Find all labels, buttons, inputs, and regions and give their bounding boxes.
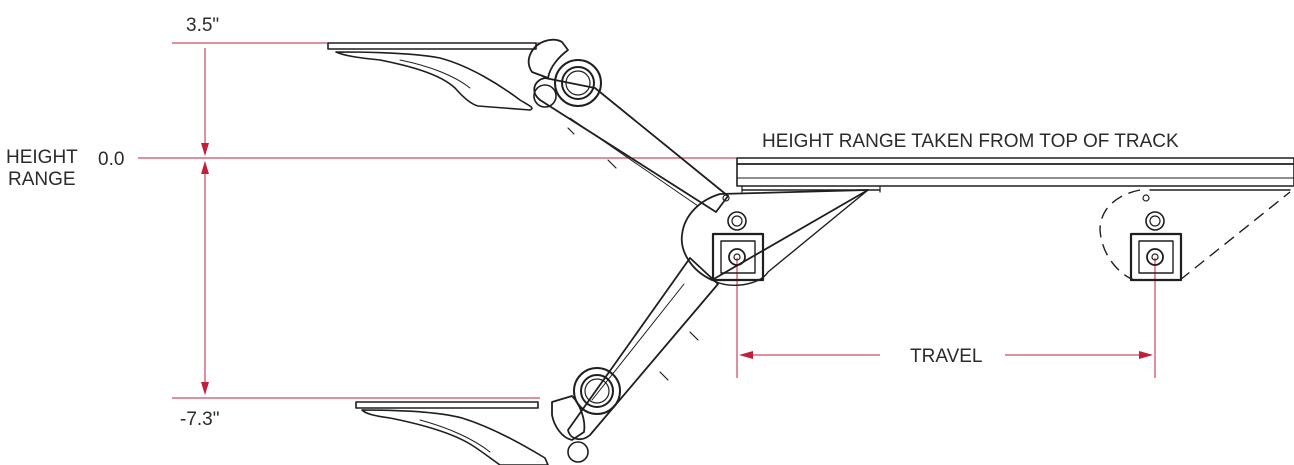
top-value-label: 3.5" (186, 15, 219, 36)
track (736, 157, 1294, 193)
upper-lower-knuckle (533, 84, 557, 108)
pivot-block-left-inner (720, 240, 756, 274)
text-labels: 3.5" HEIGHT RANGE 0.0 -7.3" HEIGHT RANGE… (6, 15, 1179, 430)
pivot-block-right (1129, 232, 1183, 282)
upper-arm-slot-2 (607, 159, 617, 169)
travel-right-arrow (1139, 351, 1153, 359)
knob-right-outer (1145, 211, 1165, 231)
lower-elbow-outer (573, 367, 621, 415)
lower-platform-plate (355, 401, 539, 409)
pivot-axle-right (1146, 248, 1164, 266)
upper-arrow-head (201, 143, 209, 156)
lower-platform-support-inner (419, 419, 491, 453)
bottom-value-label: -7.3" (180, 409, 219, 430)
knob-left-outer (727, 211, 747, 231)
track-top-rail (736, 157, 1294, 165)
lower-lower-knuckle (567, 441, 589, 463)
track-note-label: HEIGHT RANGE TAKEN FROM TOP OF TRACK (762, 131, 1179, 152)
mechanism-plate-right-dashed (1179, 191, 1291, 281)
upper-elbow-outer (554, 59, 602, 107)
travel-label: TRAVEL (910, 346, 983, 367)
track-body (736, 163, 1294, 187)
upper-arm (527, 38, 729, 213)
height-range-label-line1: HEIGHT (6, 147, 78, 168)
lower-arm-inner-line (591, 283, 685, 401)
zero-value-label: 0.0 (98, 149, 124, 170)
lower-platform (355, 401, 549, 465)
travel-left-arrow (739, 351, 753, 359)
dimension-lines (138, 42, 1294, 399)
upper-elbow-cap (565, 70, 591, 96)
upper-arm-body (533, 77, 729, 213)
pivot-axle-left (728, 248, 746, 266)
mechanism-right (1099, 189, 1291, 282)
mechanism-housing-right-dashed (1099, 189, 1141, 281)
upper-platform-plate (327, 42, 537, 50)
upper-tilt-bracket (527, 38, 569, 79)
upper-platform (327, 42, 537, 111)
lower-tilt-bracket (551, 395, 586, 441)
upper-platform-support (335, 51, 533, 111)
upper-elbow-inner (561, 66, 595, 100)
knob-right-inner (1149, 215, 1161, 227)
pivot-block-left (711, 232, 765, 282)
upper-arm-inner-line (569, 117, 699, 207)
pivot-block-right-inner (1138, 240, 1174, 274)
small-pin-right (1142, 194, 1150, 202)
upper-platform-support-inner (399, 59, 471, 89)
pivot-axle-left-core (733, 253, 741, 261)
upper-arm-slot-1 (567, 127, 575, 135)
mechanism-plate-left (711, 189, 869, 286)
lower-arrow-head-top (201, 161, 209, 174)
pivot-axle-right-core (1151, 253, 1159, 261)
lower-elbow-cap (584, 378, 610, 404)
lower-arm-slot-1 (659, 371, 669, 381)
lower-platform-support (361, 409, 549, 465)
mechanism-left (680, 189, 869, 286)
knob-left-inner (731, 215, 743, 227)
lower-arm (551, 257, 719, 463)
height-range-label-line2: RANGE (8, 169, 76, 190)
lower-arrow-head-bottom (201, 382, 209, 395)
lower-elbow-inner (580, 374, 614, 408)
lower-arm-body (567, 257, 719, 441)
lower-arm-slot-2 (689, 331, 699, 341)
